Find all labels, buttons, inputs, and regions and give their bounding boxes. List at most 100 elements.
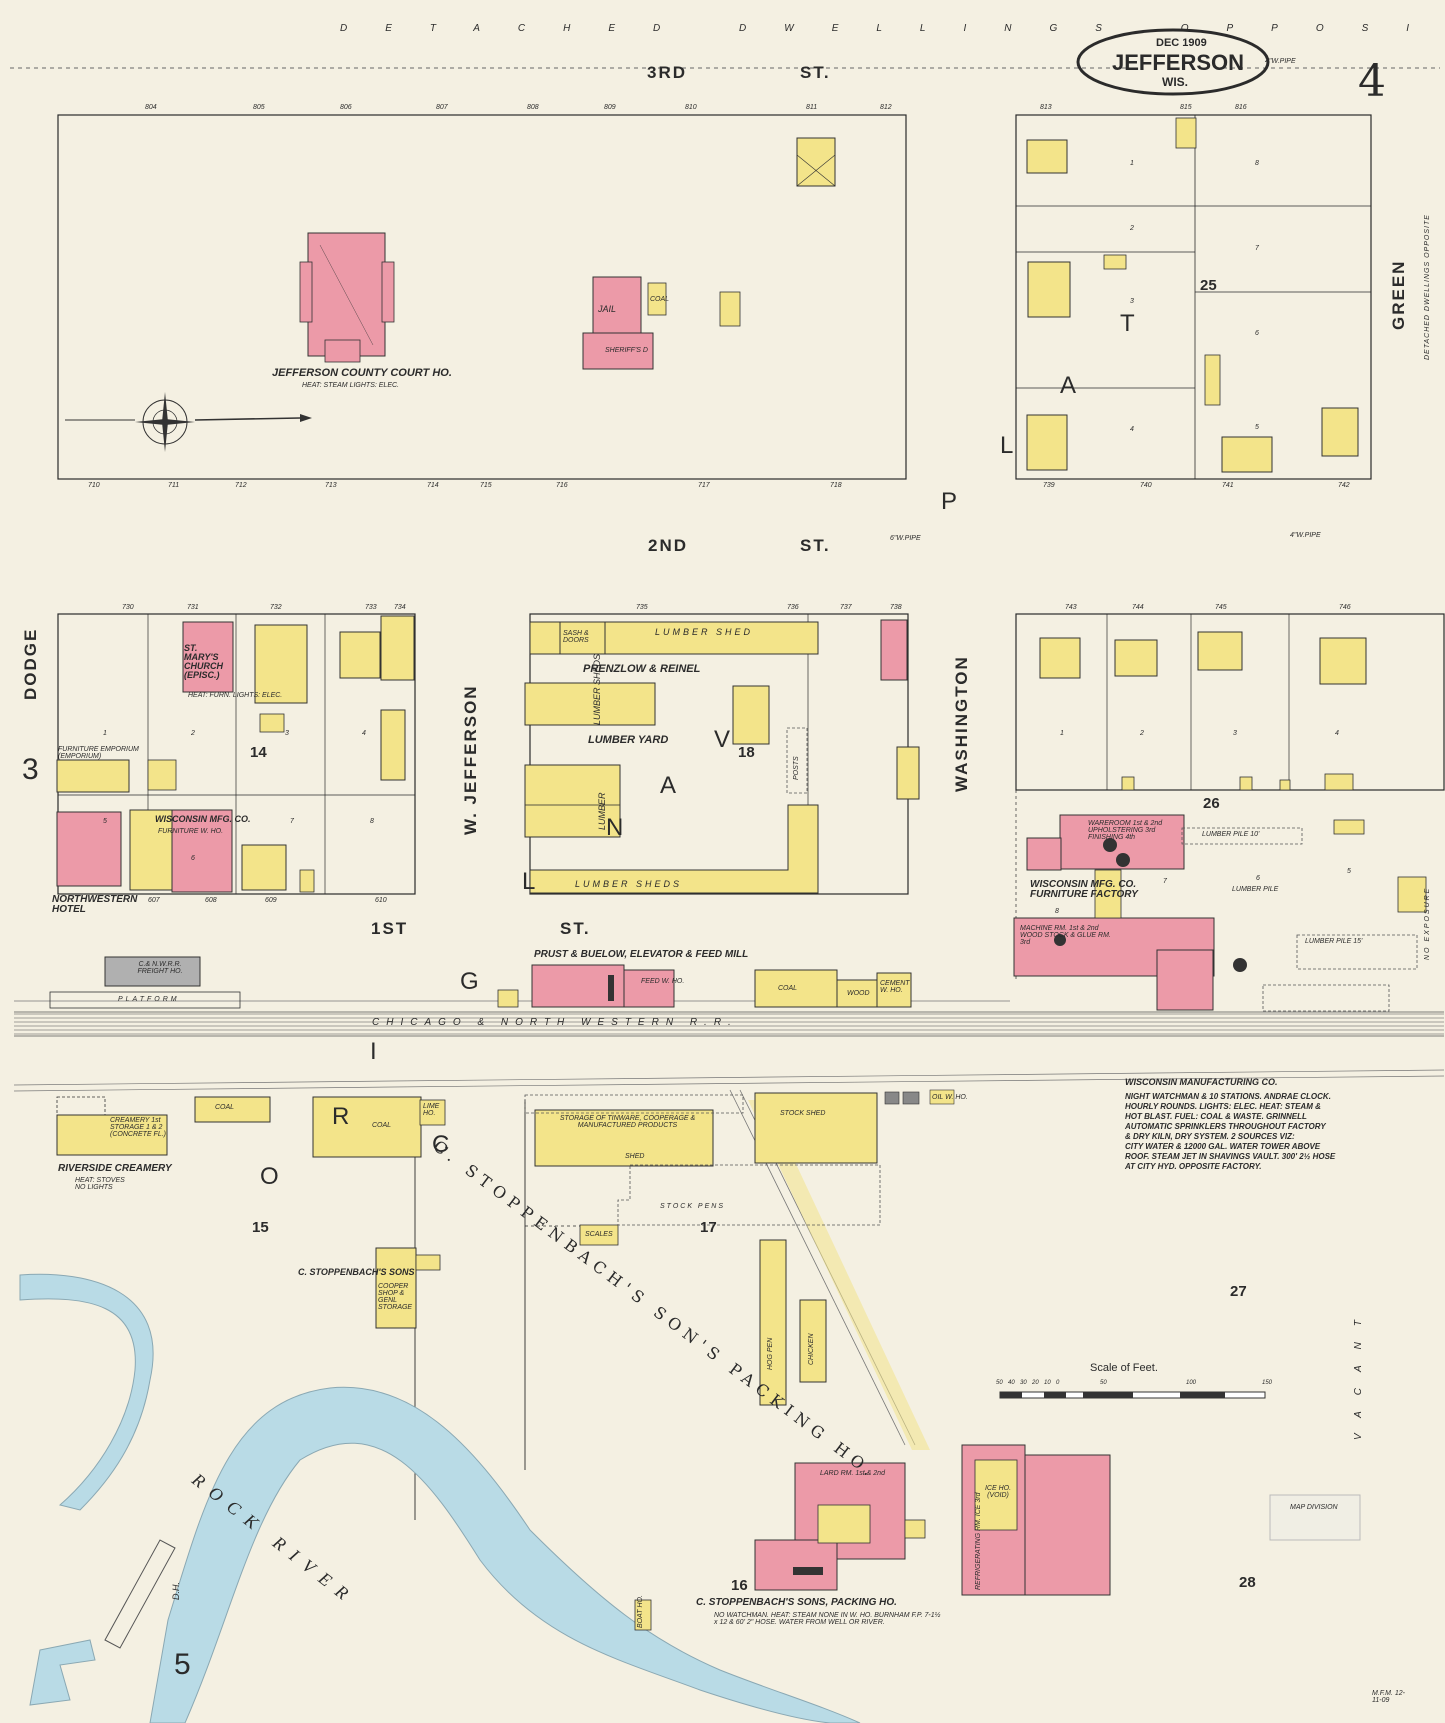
coal3-label: COAL xyxy=(215,1104,235,1111)
vacant-note: VACANT xyxy=(1353,1303,1364,1440)
title-date: DEC 1909 xyxy=(1156,37,1207,49)
pipe-label: 4"W.PIPE xyxy=(1290,532,1321,539)
lumber-sheds-label-2: LUMBER SHEDS xyxy=(592,653,602,725)
refrigerating-label: REFRIGERATING RM. ICE 3rd xyxy=(975,1492,982,1591)
ice-house-label: ICE HO. (VOID) xyxy=(984,1485,1012,1499)
lot-number: 8 xyxy=(1255,160,1259,167)
house-number: 610 xyxy=(375,897,387,904)
block-number: 14 xyxy=(250,744,267,761)
cooper-shop-note: COOPER SHOP & GENL STORAGE xyxy=(378,1283,413,1311)
house-number: 714 xyxy=(427,482,439,489)
lot-number: 1 xyxy=(103,730,107,737)
lot-number: 5 xyxy=(103,818,107,825)
square-letter: L xyxy=(1000,432,1014,459)
house-number: 732 xyxy=(270,604,282,611)
house-number: 608 xyxy=(205,897,217,904)
house-number: 731 xyxy=(187,604,199,611)
railroad-tracks xyxy=(13,1000,1445,1092)
house-number: 717 xyxy=(698,482,710,489)
wis-mfg-note-title: WISCONSIN MANUFACTURING CO. xyxy=(1125,1077,1278,1087)
adjoining-sheet-bottom: 5 xyxy=(174,1648,191,1681)
lot-number: 3 xyxy=(1233,730,1237,737)
square-letter: R xyxy=(332,1103,350,1130)
courthouse-label: JEFFERSON COUNTY COURT HO. xyxy=(272,367,452,379)
machine-room-label: MACHINE RM. 1st & 2nd WOOD STOCK & GLUE … xyxy=(1020,925,1111,946)
oil-wh-label: OIL W. HO. xyxy=(932,1094,968,1101)
right-bottom-note: NO EXPOSURE xyxy=(1424,886,1431,960)
creamery-note: HEAT: STOVES NO LIGHTS xyxy=(75,1177,125,1191)
house-number: 804 xyxy=(145,104,157,111)
house-number: 718 xyxy=(830,482,842,489)
house-number: 736 xyxy=(787,604,799,611)
lime-label: LIME HO. xyxy=(423,1103,440,1117)
jail-building xyxy=(582,276,667,370)
courthouse-note: HEAT: STEAM LIGHTS: ELEC. xyxy=(302,382,399,389)
street-2nd-st: ST. xyxy=(800,536,831,555)
scale-tick-label: 30 xyxy=(1020,1380,1027,1386)
lot-number: 1 xyxy=(1060,730,1064,737)
block-number: 15 xyxy=(252,1219,269,1236)
block-number: 25 xyxy=(1200,277,1217,294)
sheet-number: 4 xyxy=(1358,56,1386,107)
lot-number: 5 xyxy=(1255,424,1259,431)
lumber-shed-label: LUMBER SHED xyxy=(655,627,754,637)
house-number: 711 xyxy=(168,482,180,489)
square-letter: P xyxy=(941,488,958,515)
house-number: 805 xyxy=(253,104,265,111)
square-letter: N xyxy=(606,814,624,841)
house-number: 746 xyxy=(1339,604,1351,611)
wisconsin-mfg-factory xyxy=(1013,814,1247,1011)
dh-note: D.H. xyxy=(171,1582,181,1600)
nw-hotel-label: NORTHWESTERN HOTEL xyxy=(52,894,138,915)
lot-number: 6 xyxy=(1256,875,1260,882)
river-inlet xyxy=(19,1273,154,1511)
street-green: GREEN xyxy=(1389,259,1408,330)
church-note: HEAT: FURN. LIGHTS: ELEC. xyxy=(188,692,283,699)
prust-buelow-elevator xyxy=(497,964,675,1008)
block-number: 18 xyxy=(738,744,755,761)
house-number: 716 xyxy=(556,482,568,489)
pipe-label: 4"W.PIPE xyxy=(1265,58,1296,65)
house-number: 807 xyxy=(436,104,448,111)
wis-mfg-note-body: NIGHT WATCHMAN & 10 STATIONS. ANDRAE CLO… xyxy=(1125,1092,1336,1171)
storage-label: STORAGE OF TINWARE, COOPERAGE & MANUFACT… xyxy=(559,1115,696,1129)
lot-number: 2 xyxy=(1140,730,1144,737)
coal2-label: COAL xyxy=(778,985,798,992)
house-number: 713 xyxy=(325,482,337,489)
lot-number: 6 xyxy=(1255,330,1259,337)
house-number: 740 xyxy=(1140,482,1152,489)
posts-label: POSTS xyxy=(793,756,800,780)
stock-shed-label: STOCK SHED xyxy=(780,1110,826,1117)
house-number: 811 xyxy=(806,104,818,111)
square-letter: T xyxy=(1120,310,1135,337)
lumber-sheds-label: LUMBER SHEDS xyxy=(575,879,683,889)
house-number: 743 xyxy=(1065,604,1077,611)
house-number: 816 xyxy=(1235,104,1247,111)
street-w-jefferson: W. JEFFERSON xyxy=(461,684,480,835)
packing-house-note: NO WATCHMAN. HEAT: STEAM NONE IN W. HO. … xyxy=(714,1612,941,1626)
block-18-outline xyxy=(529,613,909,895)
courthouse-building xyxy=(299,232,395,363)
stock-pens-label: STOCK PENS xyxy=(660,1203,725,1210)
lard-room-label: LARD RM. 1st & 2nd xyxy=(820,1470,885,1477)
lot-number: 8 xyxy=(1055,908,1059,915)
house-number: 609 xyxy=(265,897,277,904)
house-number: 734 xyxy=(394,604,406,611)
packing-house-label: C. STOPPENBACH'S SONS, PACKING HO. xyxy=(696,1597,897,1608)
square-letter: L xyxy=(522,868,536,895)
right-edge-note: DETACHED DWELLINGS OPPOSITE xyxy=(1424,214,1431,360)
lumber-yard-label: LUMBER YARD xyxy=(588,734,669,746)
house-number: 812 xyxy=(880,104,892,111)
lot-number: 7 xyxy=(290,818,294,825)
feed-wh-label: FEED W. HO. xyxy=(641,978,685,985)
block-number: 27 xyxy=(1230,1283,1247,1300)
block-number: 28 xyxy=(1239,1574,1256,1591)
cement-label: CEMENT W. HO. xyxy=(880,980,910,994)
square-letter: V xyxy=(714,726,731,753)
platform-label: PLATFORM xyxy=(118,996,180,1003)
lot-number: 4 xyxy=(1130,426,1134,433)
house-number: 744 xyxy=(1132,604,1144,611)
scale-tick-label: 150 xyxy=(1262,1380,1273,1386)
house-number: 730 xyxy=(122,604,134,611)
